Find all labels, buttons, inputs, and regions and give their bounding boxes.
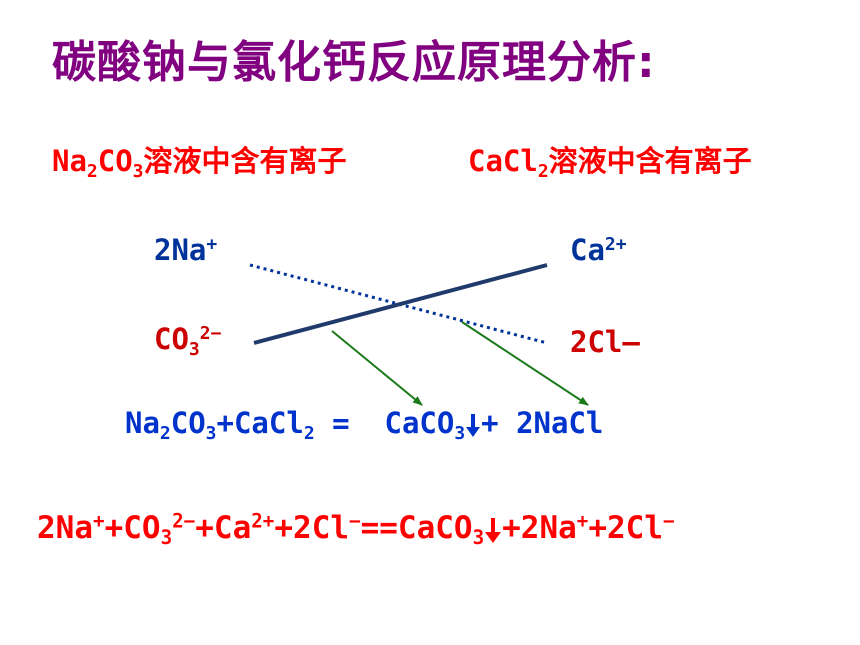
page-title: 碳酸钠与氯化钙反应原理分析: [52, 37, 656, 88]
chloride-ion: 2Cl— [570, 325, 640, 359]
cacl2-solution-label: CaCl2溶液中含有离子 [468, 144, 752, 182]
co3-ca-solid-line [253, 263, 548, 345]
nacl-arrow [461, 321, 589, 406]
na-cl-dotted-line [249, 263, 548, 345]
sodium-ion: 2Na+ [154, 233, 218, 267]
precipitate-arrow-icon [466, 414, 481, 437]
calcium-ion: Ca2+ [570, 233, 627, 267]
precipitate-arrow-icon [485, 517, 502, 543]
ionic-equation: 2Na++CO32−+Ca2++2Cl−==CaCO3+2Na++2Cl− [37, 509, 675, 550]
carbonate-ion: CO32− [154, 322, 222, 360]
molecular-equation: Na2CO3+CaCl2 = CaCO3+ 2NaCl [125, 406, 604, 444]
caco3-arrow [331, 330, 423, 406]
na2co3-solution-label: Na2CO3溶液中含有离子 [52, 144, 347, 182]
